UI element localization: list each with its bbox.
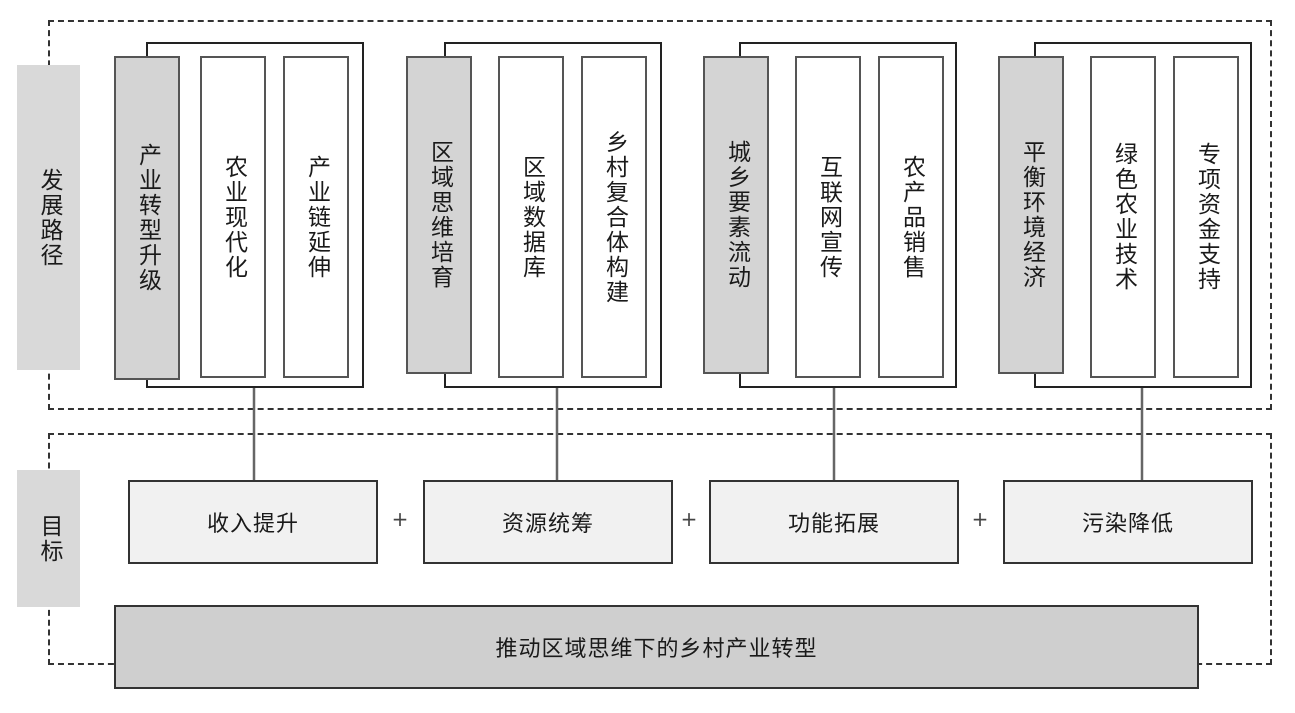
group-4-main-label: 平衡环境经济 bbox=[1018, 140, 1045, 290]
goal-label-2: 资源统筹 bbox=[501, 512, 594, 537]
group-1-sub-2-box: 产业链延伸 bbox=[283, 56, 349, 378]
group-3-sub-2-label: 农产品销售 bbox=[898, 154, 925, 280]
goal-box-1: 收入提升 bbox=[128, 480, 378, 564]
plus-sign-3: + bbox=[971, 507, 989, 531]
group-1-sub-1-box: 农业现代化 bbox=[200, 56, 266, 378]
group-1-main-box: 产业转型升级 bbox=[114, 56, 180, 380]
goal-box-4: 污染降低 bbox=[1003, 480, 1253, 564]
plus-sign-2: + bbox=[680, 507, 698, 531]
group-2-main-box: 区域思维培育 bbox=[406, 56, 472, 374]
bottom-summary-text: 推动区域思维下的乡村产业转型 bbox=[495, 637, 818, 662]
development-path-label: 发展路径 bbox=[36, 167, 62, 268]
group-3-sub-1-box: 互联网宣传 bbox=[795, 56, 861, 378]
plus-sign-1: + bbox=[391, 507, 409, 531]
group-3-main-label: 城乡要素流动 bbox=[723, 140, 750, 290]
group-4-sub-2-box: 专项资金支持 bbox=[1173, 56, 1239, 378]
group-1-sub-2-label: 产业链延伸 bbox=[303, 154, 330, 280]
goal-box-3: 功能拓展 bbox=[709, 480, 959, 564]
goal-label-3: 功能拓展 bbox=[787, 512, 880, 537]
goal-label-box: 目标 bbox=[17, 470, 80, 607]
goal-label-4: 污染降低 bbox=[1081, 512, 1174, 537]
goal-label-1: 收入提升 bbox=[206, 512, 299, 537]
group-2-sub-1-label: 区域数据库 bbox=[518, 154, 545, 280]
development-path-label-box: 发展路径 bbox=[17, 65, 80, 370]
bottom-summary-bar: 推动区域思维下的乡村产业转型 bbox=[114, 605, 1199, 689]
group-4-sub-1-label: 绿色农业技术 bbox=[1110, 142, 1137, 292]
group-2-main-label: 区域思维培育 bbox=[426, 140, 453, 290]
group-4-sub-1-box: 绿色农业技术 bbox=[1090, 56, 1156, 378]
group-3-sub-2-box: 农产品销售 bbox=[878, 56, 944, 378]
group-3-main-box: 城乡要素流动 bbox=[703, 56, 769, 374]
group-3-sub-1-label: 互联网宣传 bbox=[815, 154, 842, 280]
group-4-main-box: 平衡环境经济 bbox=[998, 56, 1064, 374]
group-1-sub-1-label: 农业现代化 bbox=[220, 154, 247, 280]
group-4-sub-2-label: 专项资金支持 bbox=[1193, 142, 1220, 292]
group-2-sub-2-label: 乡村复合体构建 bbox=[601, 129, 628, 305]
group-2-sub-1-box: 区域数据库 bbox=[498, 56, 564, 378]
goal-label: 目标 bbox=[36, 513, 62, 564]
goal-box-2: 资源统筹 bbox=[423, 480, 673, 564]
group-2-sub-2-box: 乡村复合体构建 bbox=[581, 56, 647, 378]
group-1-main-label: 产业转型升级 bbox=[134, 143, 161, 293]
